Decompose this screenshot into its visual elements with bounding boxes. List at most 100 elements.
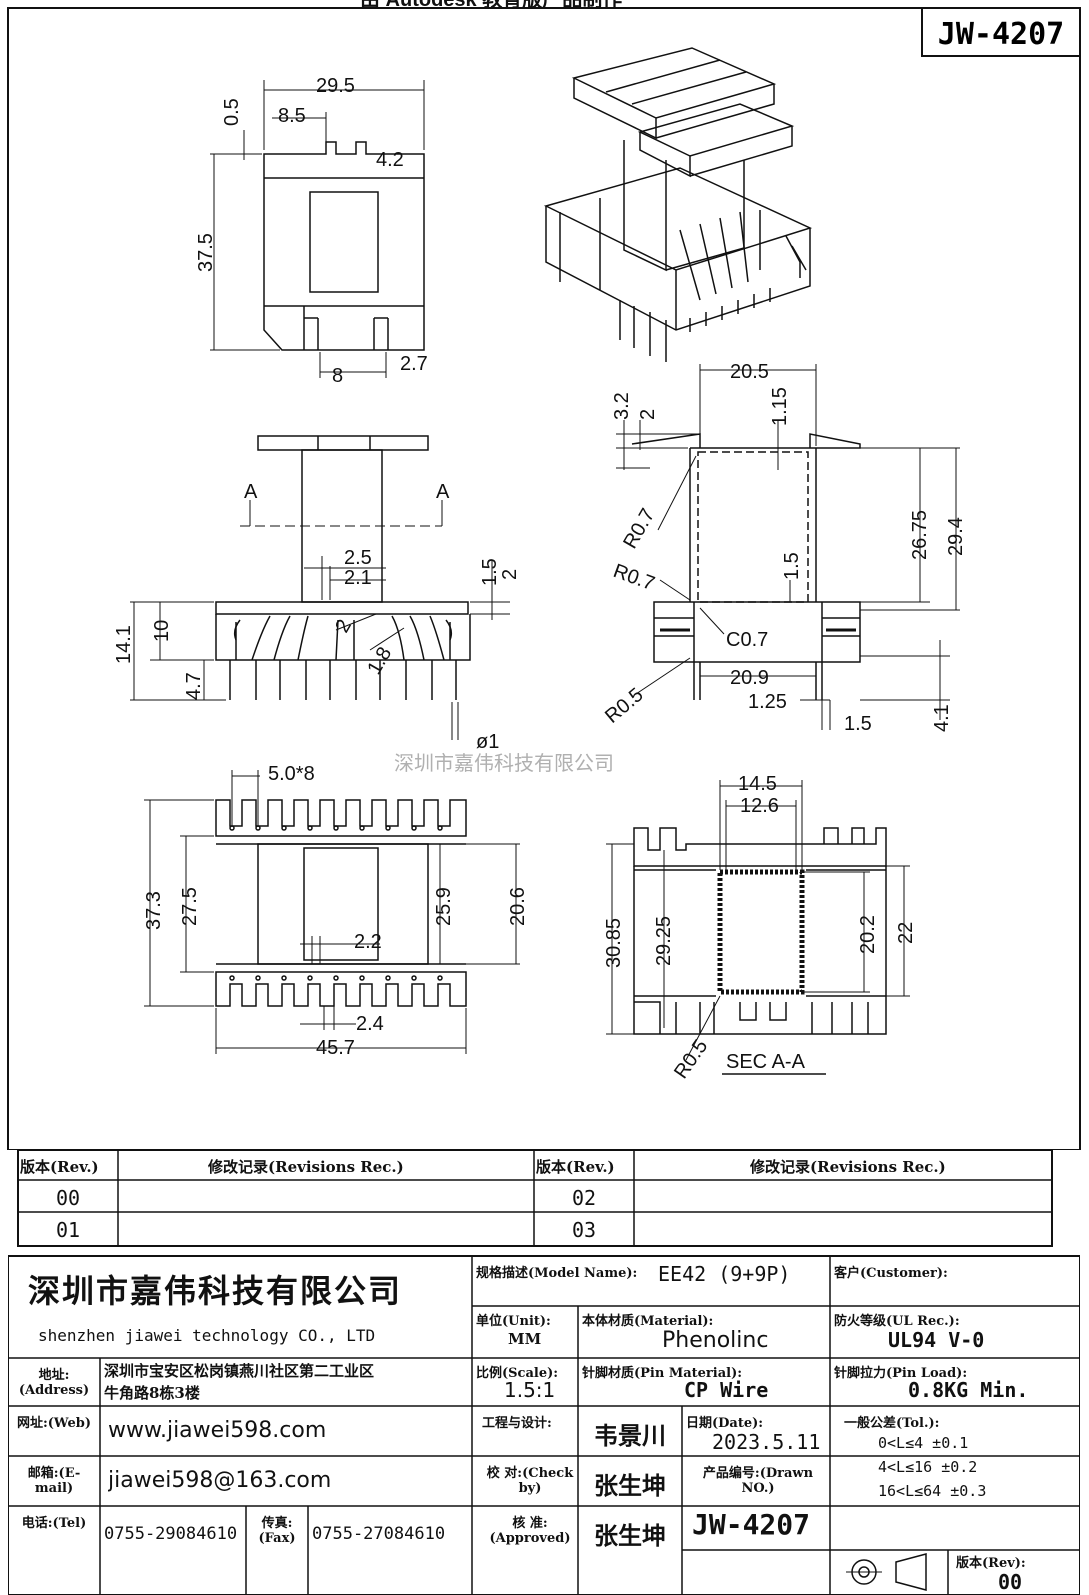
part-number-box bbox=[921, 7, 1081, 57]
dim-10: 10 bbox=[151, 620, 173, 642]
address-value-2: 牛角路8栋3楼 bbox=[104, 1384, 200, 1402]
fax-label: 传真:(Fax) bbox=[258, 1516, 296, 1546]
dim-2-angle: 2 bbox=[331, 616, 356, 637]
approved-value: 张生坤 bbox=[594, 1522, 666, 1550]
dim-4-2: 4.2 bbox=[376, 149, 404, 171]
rev-row-01: 01 bbox=[56, 1218, 81, 1242]
dim-26-75: 26.75 bbox=[909, 510, 931, 560]
dim-1-5: 1.5 bbox=[479, 558, 501, 586]
fax-value: 0755-27084610 bbox=[312, 1524, 446, 1544]
rev-header-left: 版本(Rev.) bbox=[20, 1158, 99, 1176]
dim-12-6: 12.6 bbox=[740, 795, 779, 817]
dim-2-7: 2.7 bbox=[400, 353, 428, 375]
dim-2-1: 2.1 bbox=[344, 567, 372, 589]
technical-drawing: 由 Autodesk 教育版产品制作 JW-4207 29.5 0.5 8.5 … bbox=[7, 0, 1081, 1150]
address-label: 地址:(Address) bbox=[18, 1368, 90, 1398]
side-view bbox=[616, 364, 960, 730]
rev-row-03: 03 bbox=[572, 1218, 597, 1242]
email-value[interactable]: jiawei598@163.com bbox=[108, 1468, 332, 1493]
dim-phi-1: ø1 bbox=[476, 731, 499, 753]
tel-value: 0755-29084610 bbox=[104, 1524, 238, 1544]
ul-label: 防火等级(UL Rec.): bbox=[834, 1314, 960, 1329]
date-value: 2023.5.11 bbox=[712, 1430, 821, 1454]
tolerance-row-2: 4<L≤16 ±0.2 bbox=[878, 1458, 978, 1476]
dim-8-5: 8.5 bbox=[278, 105, 306, 127]
check-label: 校 对:(Check by) bbox=[486, 1466, 574, 1496]
dim-1-8: 1.8 bbox=[363, 643, 396, 678]
scale-value: 1.5:1 bbox=[504, 1378, 556, 1402]
dim-2-4: 2.4 bbox=[356, 1013, 384, 1035]
tel-label: 电话:(Tel) bbox=[21, 1516, 87, 1531]
model-value: EE42 (9+9P) bbox=[658, 1262, 791, 1286]
drawn-label: 产品编号:(Drawn NO.) bbox=[702, 1466, 814, 1496]
rev-header-right: 版本(Rev.) bbox=[536, 1158, 615, 1176]
rec-header-left: 修改记录(Revisions Rec.) bbox=[208, 1158, 404, 1176]
company-name-cn: 深圳市嘉伟科技有限公司 bbox=[28, 1272, 403, 1310]
dim-3-2: 3.2 bbox=[611, 392, 633, 420]
rev-value: 00 bbox=[998, 1570, 1023, 1594]
dim-1-5-side: 1.5 bbox=[781, 552, 803, 580]
dim-29-5: 29.5 bbox=[316, 75, 355, 97]
top-view bbox=[210, 80, 425, 378]
tolerance-row-1: 0<L≤4 ±0.1 bbox=[878, 1434, 969, 1452]
dim-1-25: 1.25 bbox=[748, 691, 787, 713]
dim-2-5: 2.5 bbox=[344, 547, 372, 569]
drawn-number: JW-4207 bbox=[692, 1508, 811, 1541]
dim-37-3: 37.3 bbox=[143, 891, 165, 930]
dim-29-25: 29.25 bbox=[653, 916, 675, 966]
tolerance-label: 一般公差(Tol.): bbox=[844, 1416, 940, 1431]
dim-25-9: 25.9 bbox=[433, 887, 455, 926]
dim-8: 8 bbox=[332, 365, 343, 387]
check-value: 张生坤 bbox=[594, 1472, 666, 1500]
dim-22: 22 bbox=[895, 922, 917, 944]
scale-label: 比例(Scale): bbox=[476, 1366, 559, 1381]
pin-material-value: CP Wire bbox=[684, 1378, 769, 1402]
dim-29-4: 29.4 bbox=[945, 517, 967, 556]
unit-label: 单位(Unit): bbox=[476, 1314, 551, 1329]
customer-label: 客户(Customer): bbox=[834, 1266, 948, 1281]
pin-load-value: 0.8KG Min. bbox=[908, 1378, 1029, 1402]
section-label: SEC A-A bbox=[726, 1051, 806, 1073]
dim-37-5: 37.5 bbox=[195, 233, 217, 272]
section-mark-a-left: A bbox=[244, 481, 258, 503]
approved-label: 核 准:(Approved) bbox=[489, 1516, 571, 1546]
pin-load-label: 针脚拉力(Pin Load): bbox=[834, 1366, 968, 1381]
title-block-grid bbox=[8, 1150, 1080, 1595]
dim-20-9: 20.9 bbox=[730, 667, 769, 689]
material-label: 本体材质(Material): bbox=[582, 1314, 714, 1329]
dim-20-6: 20.6 bbox=[507, 887, 529, 926]
unit-value: MM bbox=[508, 1330, 542, 1348]
dim-4-1: 4.1 bbox=[931, 704, 953, 732]
rec-header-right: 修改记录(Revisions Rec.) bbox=[750, 1158, 946, 1176]
dim-27-5: 27.5 bbox=[179, 887, 201, 926]
dim-1-15: 1.15 bbox=[769, 387, 791, 426]
dim-2: 2 bbox=[499, 569, 521, 580]
dim-4-7: 4.7 bbox=[183, 672, 205, 700]
dim-30-85: 30.85 bbox=[603, 918, 625, 968]
email-label: 邮箱:(E-mail) bbox=[27, 1466, 81, 1496]
dim-c0-7: C0.7 bbox=[726, 629, 768, 651]
banner-text: 由 Autodesk 教育版产品制作 bbox=[360, 0, 622, 11]
dim-r0-7-mid: R0.7 bbox=[610, 560, 657, 595]
dim-20-2: 20.2 bbox=[857, 915, 879, 954]
bottom-view bbox=[144, 770, 520, 1054]
front-view bbox=[130, 435, 510, 740]
address-value-1: 深圳市宝安区松岗镇燕川社区第二工业区 bbox=[104, 1362, 375, 1380]
dim-14-1: 14.1 bbox=[113, 625, 135, 664]
dim-45-7: 45.7 bbox=[316, 1037, 355, 1059]
dim-14-5: 14.5 bbox=[738, 773, 777, 795]
isometric-view bbox=[543, 47, 813, 362]
part-number: JW-4207 bbox=[938, 17, 1064, 52]
web-value[interactable]: www.jiawei598.com bbox=[108, 1418, 327, 1443]
dim-r0-5-section: R0.5 bbox=[670, 1036, 712, 1083]
section-mark-a-right: A bbox=[436, 481, 450, 503]
dim-5-0x8: 5.0*8 bbox=[268, 763, 315, 785]
tolerance-row-3: 16<L≤64 ±0.3 bbox=[878, 1482, 987, 1500]
rev-label: 版本(Rev): bbox=[956, 1556, 1026, 1571]
engineer-value: 韦景川 bbox=[594, 1422, 666, 1450]
model-label: 规格描述(Model Name): bbox=[476, 1266, 638, 1281]
pin-material-label: 针脚材质(Pin Material): bbox=[582, 1366, 743, 1381]
engineer-label: 工程与设计: bbox=[482, 1416, 552, 1431]
dim-r0-7-top: R0.7 bbox=[619, 505, 659, 553]
